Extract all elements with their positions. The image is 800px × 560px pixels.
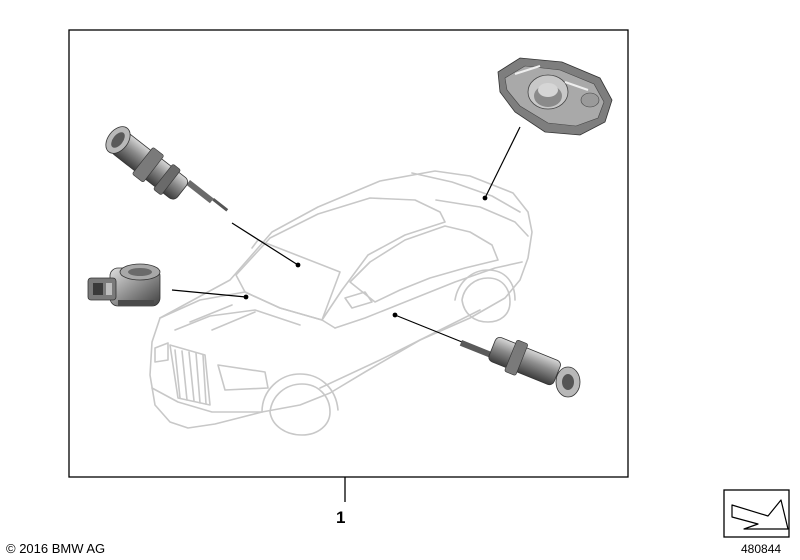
leader-dots: [243, 195, 488, 318]
door-lock-cylinder-icon: [459, 336, 581, 398]
car-outline-icon: [149, 170, 533, 436]
arrow-stamp-icon: [723, 489, 790, 538]
part-number-label: 1: [336, 508, 346, 527]
diagram-frame: [68, 29, 629, 478]
lock-cylinder-icon: [105, 126, 229, 212]
steering-lock-icon: [497, 57, 613, 136]
ignition-lock-icon: [87, 263, 161, 307]
leader-lines: [171, 126, 521, 343]
image-number-text: 480844: [741, 542, 782, 556]
copyright-text: © 2016 BMW AG: [6, 541, 106, 556]
